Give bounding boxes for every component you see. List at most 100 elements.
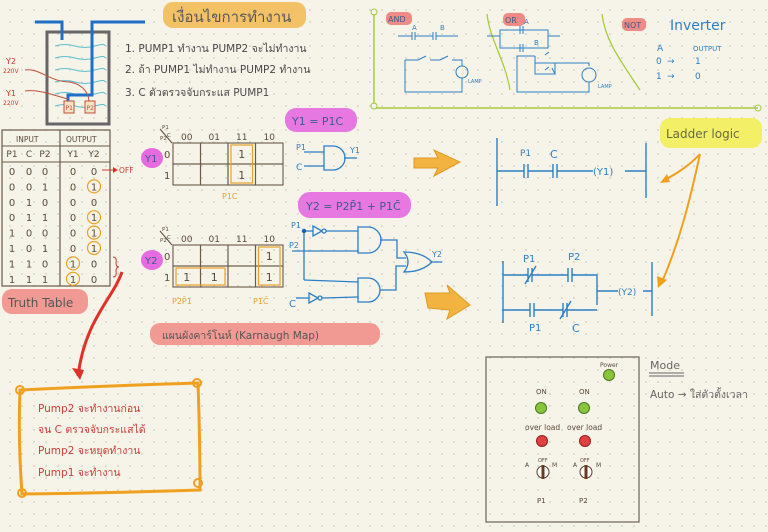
table-cell: 0 (91, 167, 97, 178)
table-cell: 0 (9, 213, 15, 224)
off-note: OFF (119, 166, 134, 175)
and-circuit (404, 55, 463, 93)
selector-switch-p2[interactable]: A OFF M (573, 458, 601, 479)
table-cell: 0 (91, 259, 97, 270)
table-cell: 0 (9, 198, 15, 209)
not-label: NOT (624, 21, 641, 30)
pump1-label: P1 (66, 105, 74, 112)
truth-table-label: Truth Table (7, 296, 73, 310)
col-header-c: C (26, 150, 32, 160)
col-header-p1: P1 (6, 150, 17, 160)
kmap-cell-value: 1 (238, 169, 245, 182)
y1-label: Y1 (5, 89, 16, 98)
or-contacts (487, 26, 560, 52)
truth-table-output-header: OUTPUT (66, 135, 97, 144)
table-cell: 1 (42, 244, 48, 255)
note-box: Pump2 จะทำงานก่อน จน C ตรวจจับกระแสได้ P… (15, 378, 203, 498)
tank (45, 30, 111, 126)
and-contact-a: A (412, 24, 417, 32)
kmap-cell (254, 265, 284, 288)
ladder-rung-1 (496, 138, 647, 206)
orange-arrow-2 (424, 284, 471, 321)
switch-m-label: M (552, 462, 557, 469)
overload-lamp-2 (579, 435, 591, 447)
note-line-4: Pump1 จะทำงาน (38, 467, 121, 479)
or-lamp (581, 67, 597, 83)
title-block: เงื่อนไขการทำงาน (163, 2, 306, 28)
and-gate-1 (357, 226, 382, 254)
kmap-col-label: 10 (264, 133, 276, 143)
table-cell: 0 (26, 167, 32, 178)
on-label-1: ON (536, 388, 547, 396)
note-line-2: จน C ตรวจจับกระแสได้ (38, 423, 146, 436)
highlight-circle (65, 271, 81, 286)
equation-y2: Y2 = P2P̄1 + P1C̄ (298, 192, 411, 218)
kmap-cell-value: 1 (238, 148, 245, 161)
kmap-cell (172, 142, 202, 165)
junction-dot (301, 228, 307, 234)
overload-label-1: over load (525, 423, 560, 432)
kmap-cell-value: 1 (266, 271, 273, 284)
highlight-circle (86, 179, 102, 194)
table-cell: 0 (70, 229, 76, 240)
title: เงื่อนไขการทำงาน (172, 6, 291, 26)
truth-table-caption: Truth Table (2, 289, 88, 314)
inverter-row1-in: 0 (656, 57, 662, 67)
kmap-cell (199, 244, 229, 267)
power-lamp (603, 369, 615, 381)
kmap-col-label: 11 (236, 235, 247, 245)
table-cell: 0 (26, 244, 32, 255)
y2-logic-circuit (292, 224, 442, 305)
brace (112, 256, 120, 278)
kmap-corner-c: C (167, 235, 171, 241)
kmap-name: Y2 (144, 256, 157, 267)
table-cell: 1 (9, 229, 15, 240)
y1-voltage: 220V (3, 100, 19, 107)
table-cell: 1 (26, 213, 32, 224)
switch-off-label: OFF (580, 458, 590, 464)
and-lamp (455, 65, 469, 79)
table-cell: 1 (26, 198, 32, 209)
kmap-cell (172, 244, 202, 267)
rung2-coil-y2: (Y2) (618, 288, 636, 298)
table-cell: 0 (42, 229, 48, 240)
pump2-label: P2 (87, 105, 95, 112)
kmap-group (257, 246, 281, 286)
or-label: OR (505, 16, 517, 25)
kmap-row-label: 1 (164, 171, 170, 182)
inverter-head-a: A (657, 44, 664, 54)
and-gate-2 (357, 277, 381, 303)
kmap-cell (199, 163, 229, 186)
y2-wire (24, 69, 90, 102)
p2-label: P2 (579, 497, 588, 505)
highlight-circle (86, 225, 102, 240)
col-header-y1: Y1 (66, 150, 78, 160)
kmap-name-blob (141, 148, 163, 168)
truth-table-input-header: INPUT (16, 135, 39, 144)
kmap-cell (227, 265, 257, 288)
p1-label: P1 (537, 497, 546, 505)
selector-switch-p1[interactable]: A OFF M (525, 458, 557, 479)
mode-auto: Auto → ใส่ตัวตั้งเวลา (650, 387, 748, 401)
highlight-circle (65, 256, 81, 271)
arrow-icon: → (667, 72, 675, 82)
equation-y2-text: Y2 = P2P̄1 + P1C̄ (305, 200, 401, 213)
kmap-cell (227, 244, 257, 267)
kmap-cell-value: 1 (183, 271, 190, 284)
switch-off-label: OFF (538, 458, 548, 464)
kmap-corner-line (159, 230, 173, 246)
table-cell: 1 (42, 275, 48, 286)
kmap-col-label: 01 (209, 133, 220, 143)
kmap-group-label: P2P̄1 (172, 296, 192, 306)
overload-label-2: over load (567, 423, 602, 432)
red-arrow (76, 271, 124, 377)
kmap-group (175, 267, 226, 286)
col-header-p2: P2 (39, 150, 50, 160)
